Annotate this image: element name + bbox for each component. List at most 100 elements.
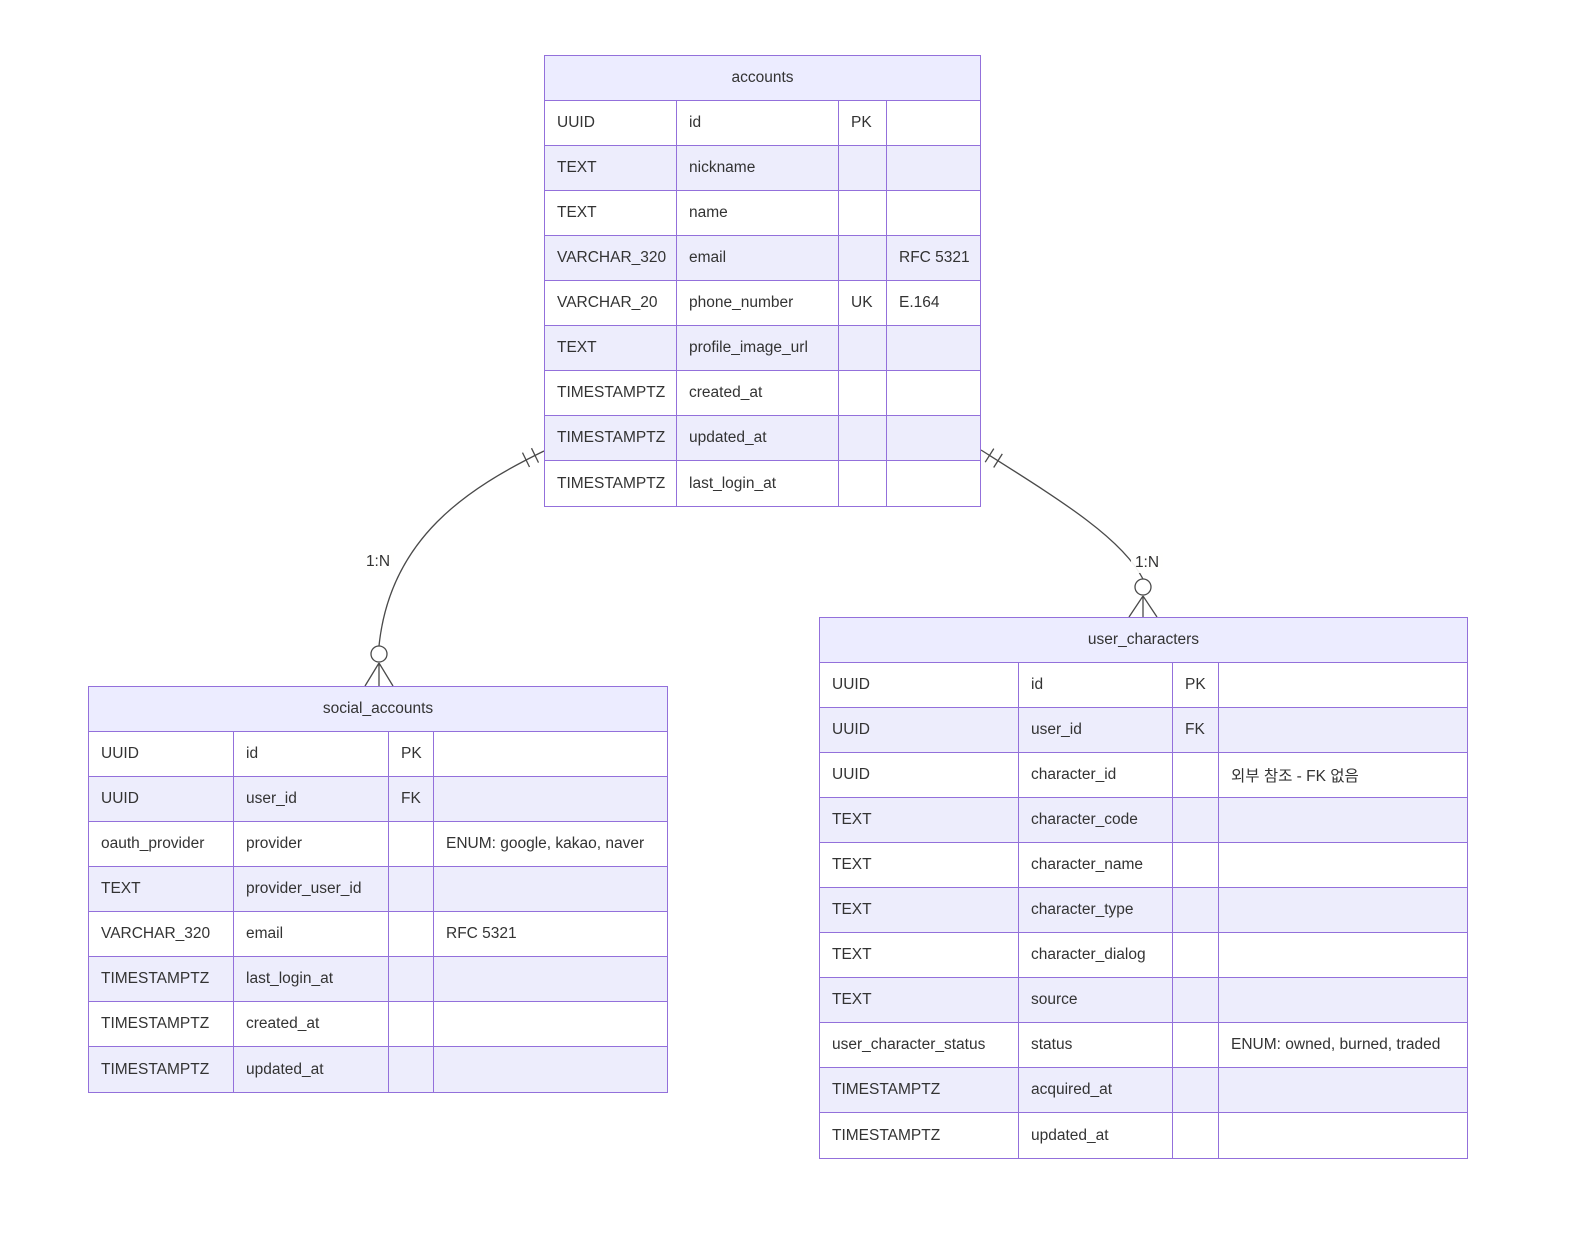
cell-comment	[1219, 1113, 1467, 1158]
cell-name: character_code	[1019, 798, 1173, 843]
cell-name: created_at	[234, 1002, 389, 1047]
cell-name: updated_at	[234, 1047, 389, 1092]
cell-key	[389, 957, 434, 1002]
cell-key	[839, 146, 887, 191]
cell-comment	[1219, 933, 1467, 978]
cell-name: profile_image_url	[677, 326, 839, 371]
entity-title: user_characters	[820, 618, 1467, 663]
cell-name: id	[677, 101, 839, 146]
cardinality-one-marker	[984, 448, 1003, 468]
cardinality-one-marker	[521, 447, 540, 468]
cell-type: UUID	[545, 101, 677, 146]
cell-name: character_id	[1019, 753, 1173, 798]
cell-type: TIMESTAMPTZ	[545, 461, 677, 506]
cell-type: TIMESTAMPTZ	[89, 1047, 234, 1092]
cell-name: name	[677, 191, 839, 236]
cell-comment	[887, 461, 980, 506]
cell-type: UUID	[89, 777, 234, 822]
relationship-line	[378, 450, 545, 647]
cell-type: UUID	[89, 732, 234, 777]
entity-title: social_accounts	[89, 687, 667, 732]
cell-key	[1173, 798, 1219, 843]
cell-comment	[434, 867, 667, 912]
cell-name: provider_user_id	[234, 867, 389, 912]
cell-comment	[1219, 1068, 1467, 1113]
cell-comment	[1219, 978, 1467, 1023]
cell-comment	[887, 101, 980, 146]
cell-name: phone_number	[677, 281, 839, 326]
cell-name: source	[1019, 978, 1173, 1023]
cell-name: user_id	[1019, 708, 1173, 753]
cell-comment: ENUM: owned, burned, traded	[1219, 1023, 1467, 1068]
cell-key: UK	[839, 281, 887, 326]
cell-type: UUID	[820, 708, 1019, 753]
cell-name: user_id	[234, 777, 389, 822]
cardinality-many-marker	[1128, 595, 1158, 618]
cardinality-many-marker	[364, 662, 394, 687]
cell-comment	[1219, 798, 1467, 843]
cell-key: PK	[839, 101, 887, 146]
cell-key	[839, 236, 887, 281]
cell-key	[839, 461, 887, 506]
cell-type: TEXT	[820, 888, 1019, 933]
cell-type: UUID	[820, 663, 1019, 708]
cell-comment	[887, 326, 980, 371]
cardinality-zero-marker	[370, 645, 388, 663]
cell-type: TIMESTAMPTZ	[545, 416, 677, 461]
cell-comment: 외부 참조 - FK 없음	[1219, 753, 1467, 798]
cell-comment: E.164	[887, 281, 980, 326]
cell-key	[839, 416, 887, 461]
cell-type: UUID	[820, 753, 1019, 798]
cell-key	[1173, 1068, 1219, 1113]
cell-comment: ENUM: google, kakao, naver	[434, 822, 667, 867]
cell-comment	[434, 777, 667, 822]
cell-comment	[434, 957, 667, 1002]
cell-comment	[1219, 843, 1467, 888]
cell-type: VARCHAR_320	[545, 236, 677, 281]
cell-key	[389, 1047, 434, 1092]
cell-type: TIMESTAMPTZ	[89, 957, 234, 1002]
cell-type: TEXT	[545, 146, 677, 191]
cell-comment	[1219, 708, 1467, 753]
cell-key: FK	[1173, 708, 1219, 753]
cell-name: email	[677, 236, 839, 281]
cell-type: TIMESTAMPTZ	[89, 1002, 234, 1047]
cell-comment	[434, 732, 667, 777]
cell-comment	[887, 371, 980, 416]
cell-key	[389, 822, 434, 867]
cell-comment	[1219, 888, 1467, 933]
cell-type: TEXT	[545, 191, 677, 236]
cell-type: TEXT	[820, 798, 1019, 843]
cell-key	[1173, 843, 1219, 888]
cell-name: status	[1019, 1023, 1173, 1068]
relationship-cardinality-label: 1:N	[1130, 553, 1164, 573]
cell-key	[1173, 978, 1219, 1023]
cell-type: TIMESTAMPTZ	[820, 1113, 1019, 1158]
cell-key	[389, 1002, 434, 1047]
cell-key	[1173, 933, 1219, 978]
cell-type: TEXT	[820, 843, 1019, 888]
cell-comment: RFC 5321	[434, 912, 667, 957]
cell-type: TEXT	[820, 978, 1019, 1023]
cell-key	[1173, 753, 1219, 798]
cell-name: acquired_at	[1019, 1068, 1173, 1113]
cell-type: user_character_status	[820, 1023, 1019, 1068]
cell-key	[389, 912, 434, 957]
cell-comment	[887, 146, 980, 191]
cell-key	[1173, 888, 1219, 933]
cell-key: FK	[389, 777, 434, 822]
cell-type: VARCHAR_320	[89, 912, 234, 957]
entity-title: accounts	[545, 56, 980, 101]
cell-name: email	[234, 912, 389, 957]
cell-type: VARCHAR_20	[545, 281, 677, 326]
cell-name: provider	[234, 822, 389, 867]
cell-type: oauth_provider	[89, 822, 234, 867]
cardinality-zero-marker	[1134, 578, 1152, 596]
cell-name: character_type	[1019, 888, 1173, 933]
